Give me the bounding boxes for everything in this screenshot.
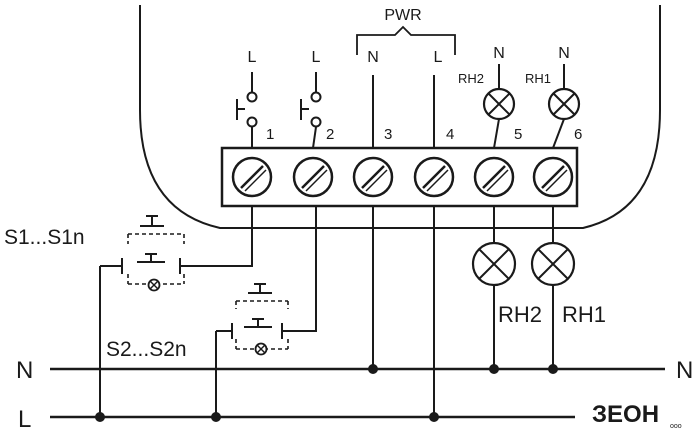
terminal-screws [231, 156, 574, 198]
top-pushbutton-2 [300, 72, 322, 149]
screw-1 [231, 156, 273, 198]
terminal-2-number: 2 [326, 126, 334, 143]
zeon-logo: ЗЕОН ooo [592, 401, 682, 430]
top-lamp-rh1 [547, 64, 581, 149]
s1-switch-group [99, 215, 185, 417]
bus-n-label-left: N [16, 357, 33, 384]
top-n5-label: N [493, 45, 505, 62]
s2-label: S2...S2n [106, 338, 187, 361]
logo-brand: ЗЕОН [592, 401, 659, 428]
top-l4-label: L [434, 49, 443, 66]
top-pushbutton-1 [236, 72, 258, 148]
pwr-bracket [356, 25, 456, 55]
terminal-4-number: 4 [446, 126, 454, 143]
bottom-rh1-label: RH1 [562, 302, 606, 327]
junction-dots [95, 364, 558, 422]
top-n6-label: N [558, 45, 570, 62]
logo-tagline: ooo [670, 423, 682, 430]
terminal-6-number: 6 [574, 126, 582, 143]
terminal-block [220, 146, 579, 208]
s2-switch-group [215, 283, 289, 417]
bottom-rh2-label: RH2 [498, 302, 542, 327]
terminal-1-number: 1 [266, 126, 274, 143]
terminal-5-number: 5 [514, 126, 522, 143]
screw-6 [532, 156, 574, 198]
bus-n-label-right: N [676, 357, 693, 384]
top-n3-label: N [367, 49, 379, 66]
top-l1-label: L [248, 49, 257, 66]
terminal-3-number: 3 [384, 126, 392, 143]
bottom-lamp-rh1 [530, 241, 576, 369]
pwr-label: PWR [384, 7, 421, 24]
screw-2 [292, 156, 334, 198]
s1-label: S1...S1n [4, 226, 85, 249]
wire-terminal-1 [180, 206, 253, 267]
top-l2-label: L [312, 49, 321, 66]
wire-terminal-2 [282, 206, 317, 332]
screw-4 [413, 156, 455, 198]
top-rh1-label: RH1 [525, 71, 551, 86]
top-rh2-label: RH2 [458, 71, 484, 86]
bottom-lamp-rh2 [471, 241, 517, 369]
screw-5 [473, 156, 515, 198]
bus-l-label-left: L [18, 406, 31, 433]
device-housing [139, 5, 661, 229]
screw-3 [352, 156, 394, 198]
top-lamp-rh2 [482, 64, 516, 149]
